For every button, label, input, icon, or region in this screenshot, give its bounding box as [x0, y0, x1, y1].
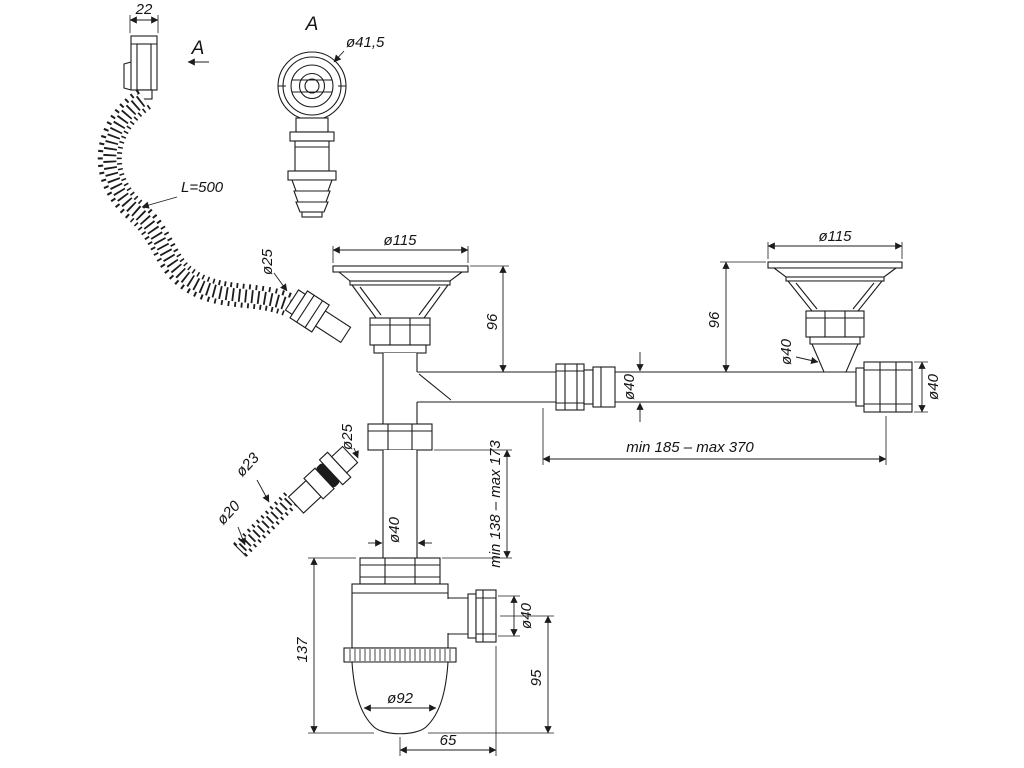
- inlet-assembly: ø25 ø23 ø20: [214, 423, 359, 557]
- strainer-slots: [278, 79, 346, 93]
- dim-overflow-nut: ø25: [259, 248, 288, 292]
- dia-overflow-nut-label: ø25: [259, 248, 276, 275]
- dia-strainer-right-label: ø115: [818, 228, 852, 245]
- height-right-label: 96: [706, 311, 723, 328]
- dia-inlet-end-label: ø20: [214, 497, 245, 528]
- bottle-trap: ø92 ø40 137 95 65: [294, 557, 554, 756]
- height-adjust-range-label: min 138 – max 173: [487, 440, 504, 568]
- pipe-length-range-label: min 185 – max 370: [626, 439, 754, 456]
- dia-inlet-hose-label: ø23: [233, 449, 264, 480]
- dim-inlet-end: ø20: [214, 497, 246, 546]
- dim-trap-height: 137: [294, 557, 374, 734]
- dim-overflow-head: ø41,5: [333, 34, 385, 63]
- dia-inlet-fitting-label: ø25: [339, 423, 356, 450]
- outlet-to-bottom-label: 95: [528, 669, 545, 686]
- dim-tailpipe: ø40: [368, 516, 432, 547]
- strainer-left: ø115 96: [332, 232, 509, 451]
- dia-tailpipe-label: ø40: [386, 516, 403, 543]
- dim-width-22: 22: [129, 1, 159, 33]
- strainer-right: ø115 96 ø40: [706, 228, 903, 373]
- axis-to-outlet-label: 65: [440, 732, 457, 749]
- hose-length-callout: L=500: [141, 179, 224, 209]
- dim-axis-to-outlet: 65: [399, 646, 497, 756]
- dia-cone-right-label: ø40: [778, 338, 795, 365]
- hose-length-label: L=500: [181, 179, 224, 196]
- dia-cup-label: ø92: [387, 690, 414, 707]
- view-arrow-label: A: [191, 38, 205, 59]
- dia-pipe-mid-label: ø40: [621, 373, 638, 400]
- dim-inlet-fitting: ø25: [339, 423, 359, 459]
- dim-inlet-hose: ø23: [233, 449, 270, 503]
- view-direction-a: A: [187, 38, 209, 66]
- dim-pipe-length-range: min 185 – max 370: [542, 408, 887, 465]
- pipe-miter-line: [418, 373, 452, 401]
- dim-cone-right: ø40: [778, 338, 819, 365]
- dim-outlet-to-bottom: 95: [428, 615, 554, 734]
- dim-cup: ø92: [363, 690, 437, 712]
- height-left-label: 96: [484, 313, 501, 330]
- tail-pipe: ø40 min 138 – max 173: [368, 440, 512, 568]
- dim-strainer-right: ø115: [767, 228, 903, 259]
- overflow-hose-nut: [284, 289, 352, 344]
- knurl-texture: [349, 649, 451, 661]
- section-view-title: A: [305, 14, 319, 35]
- dim-height-adjust-range: min 138 – max 173: [434, 440, 512, 568]
- trap-height-label: 137: [294, 637, 311, 663]
- trap-cup: [351, 661, 449, 735]
- overflow-hose: L=500 ø25: [97, 89, 352, 344]
- dia-strainer-left-label: ø115: [383, 232, 417, 249]
- dim-height-right-96: 96: [706, 261, 766, 373]
- dim-strainer-left: ø115: [332, 232, 469, 263]
- section-view-a: A ø41,5: [277, 14, 385, 218]
- horizontal-pipe: ø40 ø40 min 185 – max 370: [417, 352, 942, 465]
- dia-pipe-right-label: ø40: [925, 373, 942, 400]
- pipe-union-nut: [555, 363, 616, 411]
- pipe-end-nut: [855, 361, 913, 413]
- dim-height-left-96: 96: [470, 265, 509, 373]
- inlet-elbow-fitting: [287, 445, 359, 514]
- overflow-fitting-side-view: 22 A: [123, 1, 209, 100]
- dim-22-label: 22: [135, 1, 153, 18]
- dim-pipe-mid: ø40: [621, 352, 644, 422]
- dim-pipe-right-end: ø40: [914, 361, 942, 413]
- dia-overflow-head-label: ø41,5: [346, 34, 385, 51]
- inlet-hose-end-cap: [233, 543, 247, 557]
